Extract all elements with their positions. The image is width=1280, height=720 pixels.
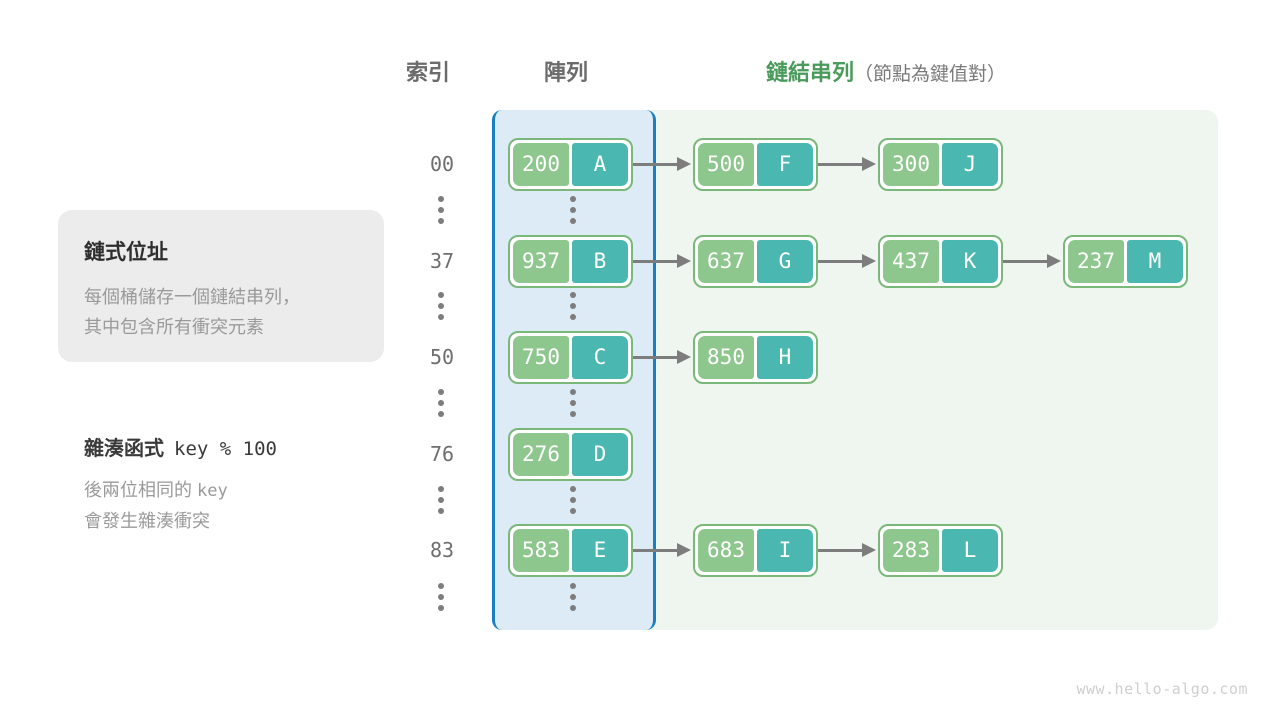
hash-function-block: 雜湊函式 key % 100 後兩位相同的 key 會發生雜湊衝突 <box>84 432 404 536</box>
hash-note-prefix: 後兩位相同的 <box>84 480 192 500</box>
bucket-index-label: 00 <box>429 152 455 176</box>
bucket-index-label: 37 <box>429 249 455 273</box>
pair-node-value: F <box>757 142 813 186</box>
index-ellipsis-icon <box>438 486 446 514</box>
bucket-index-label: 50 <box>429 345 455 369</box>
pair-node-key: 683 <box>698 528 754 572</box>
bucket-index-label: 83 <box>429 538 455 562</box>
pair-node-key: 750 <box>513 335 569 379</box>
info-card-title: 鏈式位址 <box>84 241 168 264</box>
pair-node-value: H <box>757 335 813 379</box>
array-ellipsis-icon <box>570 196 578 224</box>
hash-note-key-token: key <box>197 481 228 501</box>
pair-node-key: 583 <box>513 528 569 572</box>
footer-watermark: www.hello-algo.com <box>1076 680 1248 698</box>
pair-node-value: E <box>572 528 628 572</box>
array-ellipsis-icon <box>570 583 578 611</box>
chain-arrow-icon <box>818 157 878 171</box>
pair-node-value: K <box>942 239 998 283</box>
hash-function-label: 雜湊函式 <box>84 438 164 460</box>
index-ellipsis-icon <box>438 292 446 320</box>
chain-arrow-icon <box>633 157 693 171</box>
array-ellipsis-icon <box>570 486 578 514</box>
index-ellipsis-icon <box>438 389 446 417</box>
column-heading-linked-list-note: （節點為鍵值對） <box>854 64 1007 85</box>
pair-node-key: 937 <box>513 239 569 283</box>
chain-arrow-icon <box>818 254 878 268</box>
pair-node-key: 500 <box>698 142 754 186</box>
pair-node-value: G <box>757 239 813 283</box>
hash-function-note-line-1: 後兩位相同的 key <box>84 475 404 506</box>
chain-arrow-icon <box>633 543 693 557</box>
chain-arrow-icon <box>633 350 693 364</box>
pair-node-value: M <box>1127 239 1183 283</box>
chain-arrow-icon <box>1003 254 1063 268</box>
pair-node-value: J <box>942 142 998 186</box>
pair-node-key: 276 <box>513 432 569 476</box>
index-ellipsis-icon <box>438 583 446 611</box>
pair-node-key: 283 <box>883 528 939 572</box>
pair-node-value: C <box>572 335 628 379</box>
pair-node-value: L <box>942 528 998 572</box>
hash-function-title: 雜湊函式 key % 100 <box>84 432 404 461</box>
pair-node-value: A <box>572 142 628 186</box>
pair-node-key: 637 <box>698 239 754 283</box>
pair-node-key: 300 <box>883 142 939 186</box>
pair-node-value: I <box>757 528 813 572</box>
column-heading-array: 陣列 <box>544 60 589 85</box>
info-card: 鏈式位址 每個桶儲存一個鏈結串列， 其中包含所有衝突元素 <box>58 210 384 362</box>
pair-node-value: B <box>572 239 628 283</box>
index-ellipsis-icon <box>438 196 446 224</box>
info-card-line-2: 其中包含所有衝突元素 <box>84 317 264 337</box>
hash-function-code: key % 100 <box>174 438 277 460</box>
column-heading-index: 索引 <box>406 60 451 85</box>
pair-node-key: 237 <box>1068 239 1124 283</box>
pair-node-value: D <box>572 432 628 476</box>
column-heading-linked-list: 鏈結串列（節點為鍵值對） <box>766 55 1006 87</box>
pair-node-key: 850 <box>698 335 754 379</box>
pair-node-key: 437 <box>883 239 939 283</box>
bucket-index-label: 76 <box>429 442 455 466</box>
pair-node-key: 200 <box>513 142 569 186</box>
array-ellipsis-icon <box>570 292 578 320</box>
column-heading-linked-list-label: 鏈結串列 <box>766 60 855 85</box>
array-ellipsis-icon <box>570 389 578 417</box>
info-card-line-1: 每個桶儲存一個鏈結串列， <box>84 287 300 307</box>
chain-arrow-icon <box>818 543 878 557</box>
hash-function-note-line-2: 會發生雜湊衝突 <box>84 511 210 531</box>
chain-arrow-icon <box>633 254 693 268</box>
